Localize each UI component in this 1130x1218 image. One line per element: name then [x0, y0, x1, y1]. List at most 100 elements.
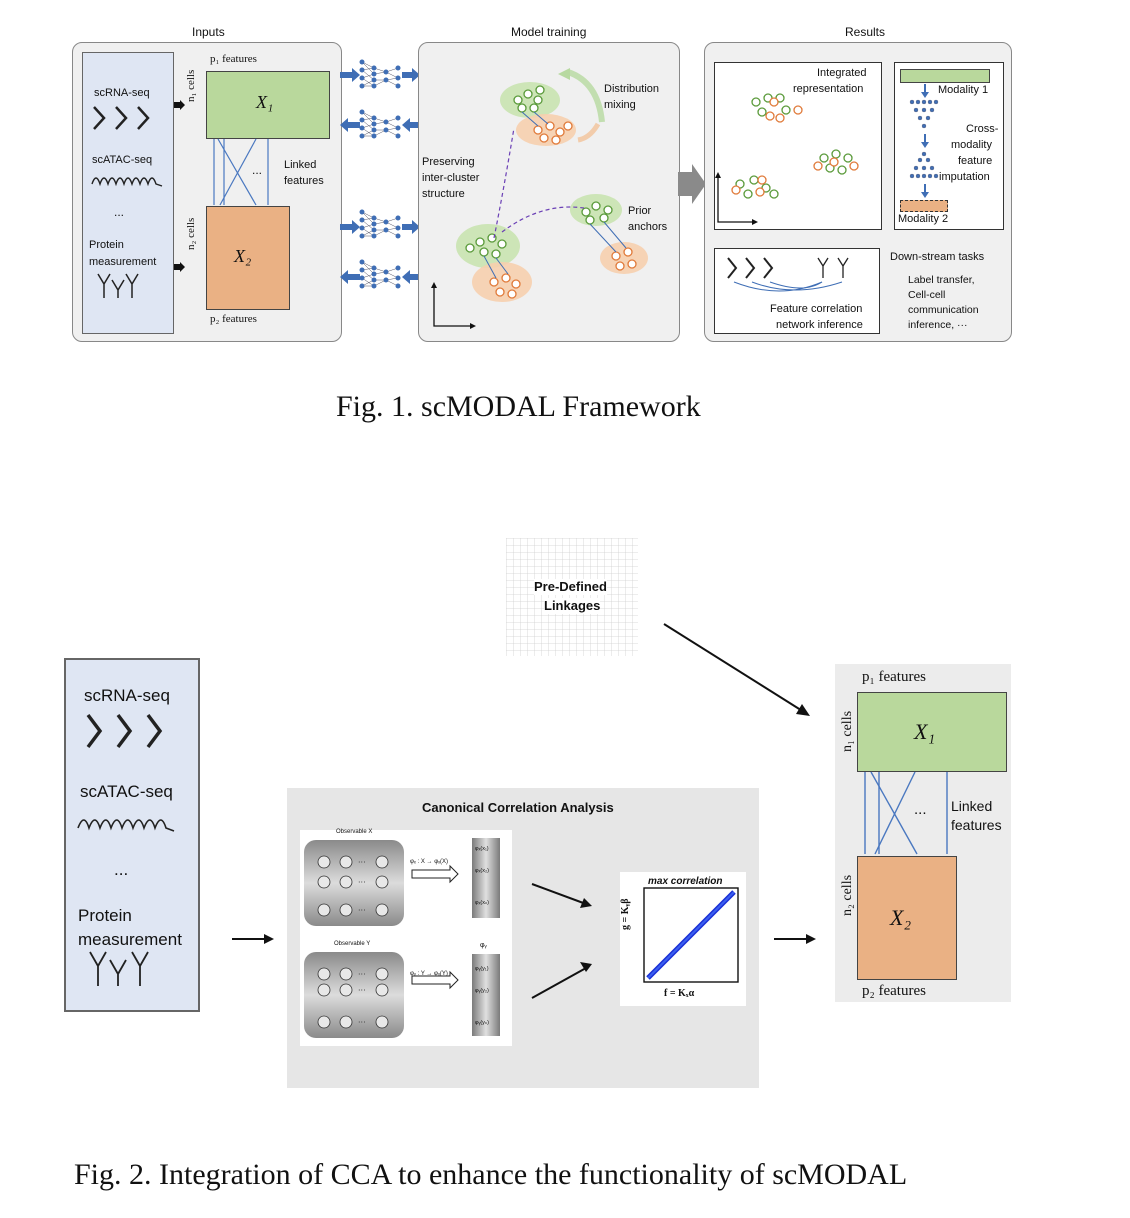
fig2-p1-features-label: p₁ features: [862, 669, 926, 685]
cca-title: Canonical Correlation Analysis: [422, 800, 614, 815]
training-scatter: [431, 68, 648, 329]
phi-xn: φₓ(xₙ): [475, 900, 489, 906]
svg-text:···: ···: [358, 986, 366, 995]
fig2-linked-label-1: Linked: [951, 798, 993, 814]
inputs-header: Inputs: [192, 25, 225, 39]
modality-ellipsis: ...: [114, 205, 125, 219]
svg-text:···: ···: [358, 1018, 366, 1027]
phi-yn: φᵧ(yₙ): [475, 1020, 489, 1026]
input-arrow-2: [174, 262, 185, 272]
max-correlation-plot: [620, 872, 746, 1006]
antibody-icon: [97, 273, 139, 298]
fig2-chromatin-icon: [77, 819, 175, 832]
distribution-label-1: Distribution: [604, 83, 660, 95]
preserving-label-2: inter-cluster: [422, 172, 480, 184]
results-arrow: [678, 164, 706, 204]
fig2-linked-feature-arrows: [864, 771, 948, 855]
fig2-protein-label-1: Protein: [78, 906, 132, 925]
neural-network-icons: [340, 59, 420, 289]
fig2-x1-label: X₁: [914, 719, 936, 744]
fcn-label-1: Feature correlation: [770, 303, 863, 315]
phi-y1: φᵧ(y₁): [475, 966, 489, 972]
x1-label: X₁: [256, 92, 274, 112]
predefined-label-1: Pre-Defined: [534, 579, 607, 595]
downstream-label: Down-stream tasks: [890, 251, 985, 263]
phi-x1: φₓ(x₁): [475, 846, 489, 852]
modality2-bar: [900, 200, 948, 212]
feature-correlation-box: [714, 248, 880, 334]
fig2-n1-cells-label: n₁ cells: [840, 710, 855, 752]
observable-x-label: Observable X: [336, 829, 373, 835]
scatac-label: scATAC-seq: [92, 154, 153, 166]
fig2-linked-ellipsis: ...: [914, 801, 927, 818]
map-x-label: φₓ : X → φₓ(X): [410, 859, 449, 865]
input-arrow-1: [174, 100, 185, 110]
n2-cells-label: n₂ cells: [185, 217, 197, 250]
linked-label-2: features: [284, 175, 324, 187]
svg-text:···: ···: [358, 858, 366, 867]
fig2-x2-matrix: [857, 856, 957, 980]
p2-features-label: p₂ features: [210, 313, 257, 325]
n1-cells-label: n₁ cells: [185, 69, 197, 102]
prior-label-2: anchors: [628, 221, 668, 233]
preserving-label-3: structure: [422, 188, 465, 200]
fig2-p2-features-label: p₂ features: [862, 983, 926, 999]
fig2-scrna-label: scRNA-seq: [84, 686, 170, 705]
task-label-2: Cell-cell: [908, 289, 946, 301]
fig2-dna-icon: [86, 713, 163, 749]
cross-label-3: feature: [958, 155, 993, 167]
task-label-3: communication: [908, 304, 979, 316]
dna-icon: [93, 106, 150, 130]
phi-x2: φₓ(x₂): [475, 868, 489, 874]
chromatin-icon: [91, 177, 163, 187]
preserving-label-1: Preserving: [422, 156, 475, 168]
observable-y-label: Observable Y: [334, 941, 371, 947]
phi-y-header: φᵧ: [480, 942, 487, 949]
x1-matrix: [206, 71, 330, 139]
task-label-4: inference, ···: [908, 319, 968, 331]
linked-feature-arrows: [213, 138, 269, 206]
linkages-arrow: [663, 623, 810, 716]
predefined-label-2: Linkages: [544, 598, 601, 614]
fcn-label-2: network inference: [776, 319, 863, 331]
g-axis-label: g = Kᵧβ: [620, 898, 631, 930]
imputation-networks: [909, 84, 939, 198]
cca-to-correlation-arrows: [531, 883, 592, 999]
fig2-modality-ellipsis: ...: [114, 860, 129, 879]
modality1-label: Modality 1: [938, 84, 989, 96]
mapping-arrows: [411, 864, 459, 990]
fig2-caption: Fig. 2. Integration of CCA to enhance th…: [74, 1158, 908, 1191]
phi-y-column: [472, 954, 500, 1036]
protein-label-1: Protein: [89, 239, 124, 251]
cross-label-2: modality: [951, 139, 992, 151]
correlation-plot-svg: [643, 887, 739, 983]
cca-to-output-arrow: [774, 934, 816, 944]
integrated-label-1: Integrated: [817, 67, 867, 79]
modality2-label: Modality 2: [898, 213, 949, 225]
f-axis-label: f = Kₓα: [664, 988, 695, 999]
predefined-linkages-grid: [506, 538, 638, 656]
modality1-bar: [900, 69, 990, 83]
svg-text:···: ···: [358, 878, 366, 887]
fig2-protein-label-2: measurement: [78, 930, 182, 949]
x2-matrix: [206, 206, 290, 310]
protein-label-2: measurement: [89, 256, 157, 268]
integrated-representation-box: [714, 62, 882, 230]
task-label-1: Label transfer,: [908, 274, 975, 286]
phi-x-column: [472, 838, 500, 918]
prior-label-1: Prior: [628, 205, 652, 217]
integrated-scatter: [715, 93, 859, 225]
x2-label: X₂: [234, 246, 252, 266]
max-correlation-label: max correlation: [648, 876, 723, 887]
fig2-antibody-icon: [89, 951, 149, 986]
linked-label-1: Linked: [284, 159, 317, 171]
scrna-label: scRNA-seq: [94, 87, 150, 99]
cross-label-1: Cross-: [966, 123, 999, 135]
map-y-label: φᵧ : Y → φᵧ(Y): [410, 971, 448, 977]
linked-ellipsis: ...: [252, 163, 263, 177]
model-training-header: Model training: [511, 25, 587, 39]
svg-text:···: ···: [358, 970, 366, 979]
fig2-x1-matrix: [857, 692, 1007, 772]
cross-label-4: imputation: [939, 171, 990, 183]
integrated-label-2: representation: [793, 83, 864, 95]
